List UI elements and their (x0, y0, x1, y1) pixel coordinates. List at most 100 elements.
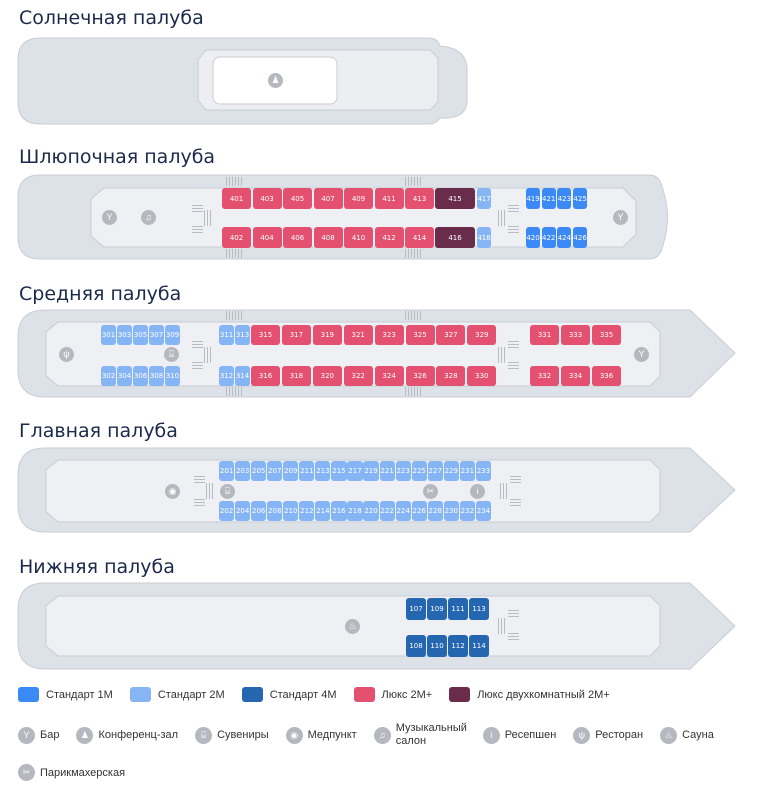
cabin-331[interactable]: 331 (530, 325, 559, 345)
cabin-215[interactable]: 215 (331, 461, 347, 481)
cabin-110[interactable]: 110 (427, 635, 447, 657)
cabin-301[interactable]: 301 (101, 325, 116, 345)
cabin-209[interactable]: 209 (283, 461, 299, 481)
music-icon[interactable]: ♫ (141, 210, 156, 225)
cabin-418[interactable]: 418 (477, 227, 491, 248)
cabin-415[interactable]: 415 (435, 188, 475, 209)
cabin-233[interactable]: 233 (475, 461, 491, 481)
cabin-422[interactable]: 422 (541, 227, 556, 248)
cabin-417[interactable]: 417 (477, 188, 491, 209)
cabin-111[interactable]: 111 (448, 598, 468, 620)
cabin-210[interactable]: 210 (283, 501, 299, 521)
cabin-421[interactable]: 421 (541, 188, 556, 209)
conference-icon[interactable]: ♟ (268, 73, 283, 88)
cabin-333[interactable]: 333 (561, 325, 590, 345)
scissors-icon[interactable]: ✂ (423, 484, 438, 499)
cabin-324[interactable]: 324 (374, 366, 404, 386)
cabin-423[interactable]: 423 (557, 188, 572, 209)
cabin-408[interactable]: 408 (313, 227, 343, 248)
restaurant-icon[interactable]: ψ (59, 347, 74, 362)
cabin-327[interactable]: 327 (436, 325, 466, 345)
cabin-420[interactable]: 420 (526, 227, 540, 248)
cabin-224[interactable]: 224 (395, 501, 411, 521)
cabin-216[interactable]: 216 (331, 501, 347, 521)
cabin-202[interactable]: 202 (219, 501, 235, 521)
cabin-416[interactable]: 416 (435, 227, 475, 248)
cabin-407[interactable]: 407 (313, 188, 343, 209)
cabin-312[interactable]: 312 (219, 366, 234, 386)
cabin-404[interactable]: 404 (252, 227, 282, 248)
cabin-409[interactable]: 409 (344, 188, 373, 209)
cabin-425[interactable]: 425 (573, 188, 588, 209)
cabin-222[interactable]: 222 (379, 501, 395, 521)
cabin-313[interactable]: 313 (235, 325, 250, 345)
cabin-213[interactable]: 213 (315, 461, 331, 481)
cabin-205[interactable]: 205 (251, 461, 267, 481)
cabin-325[interactable]: 325 (405, 325, 435, 345)
cabin-206[interactable]: 206 (251, 501, 267, 521)
cabin-109[interactable]: 109 (427, 598, 447, 620)
cabin-335[interactable]: 335 (592, 325, 621, 345)
cabin-329[interactable]: 329 (467, 325, 497, 345)
cabin-326[interactable]: 326 (405, 366, 435, 386)
cabin-332[interactable]: 332 (530, 366, 559, 386)
cabin-308[interactable]: 308 (149, 366, 164, 386)
cabin-320[interactable]: 320 (312, 366, 342, 386)
cabin-316[interactable]: 316 (251, 366, 280, 386)
bar-icon[interactable]: Y (634, 347, 649, 362)
cabin-315[interactable]: 315 (251, 325, 280, 345)
cabin-426[interactable]: 426 (573, 227, 588, 248)
cabin-225[interactable]: 225 (411, 461, 427, 481)
cabin-227[interactable]: 227 (427, 461, 443, 481)
gift-icon[interactable]: ⌸ (220, 484, 235, 499)
cabin-220[interactable]: 220 (363, 501, 379, 521)
cabin-307[interactable]: 307 (149, 325, 164, 345)
cabin-318[interactable]: 318 (281, 366, 311, 386)
cabin-403[interactable]: 403 (252, 188, 282, 209)
cabin-201[interactable]: 201 (219, 461, 235, 481)
cabin-309[interactable]: 309 (165, 325, 180, 345)
cabin-303[interactable]: 303 (117, 325, 132, 345)
bar-icon[interactable]: Y (102, 210, 117, 225)
cabin-311[interactable]: 311 (219, 325, 234, 345)
cabin-323[interactable]: 323 (374, 325, 404, 345)
cabin-112[interactable]: 112 (448, 635, 468, 657)
cabin-321[interactable]: 321 (343, 325, 373, 345)
cabin-229[interactable]: 229 (443, 461, 459, 481)
cabin-317[interactable]: 317 (281, 325, 311, 345)
cabin-334[interactable]: 334 (561, 366, 590, 386)
cabin-401[interactable]: 401 (222, 188, 251, 209)
sauna-icon[interactable]: ♨ (345, 619, 360, 634)
cabin-322[interactable]: 322 (343, 366, 373, 386)
cabin-231[interactable]: 231 (459, 461, 475, 481)
cabin-402[interactable]: 402 (222, 227, 251, 248)
cabin-306[interactable]: 306 (133, 366, 148, 386)
cabin-214[interactable]: 214 (315, 501, 331, 521)
gift-icon[interactable]: ⌸ (164, 347, 179, 362)
cabin-336[interactable]: 336 (592, 366, 621, 386)
cabin-208[interactable]: 208 (267, 501, 283, 521)
cabin-310[interactable]: 310 (165, 366, 180, 386)
cabin-221[interactable]: 221 (379, 461, 395, 481)
cabin-328[interactable]: 328 (436, 366, 466, 386)
cabin-114[interactable]: 114 (469, 635, 489, 657)
cabin-405[interactable]: 405 (283, 188, 312, 209)
info-icon[interactable]: i (470, 484, 485, 499)
cabin-419[interactable]: 419 (526, 188, 540, 209)
cabin-412[interactable]: 412 (374, 227, 404, 248)
cabin-305[interactable]: 305 (133, 325, 148, 345)
cabin-410[interactable]: 410 (344, 227, 373, 248)
cabin-424[interactable]: 424 (557, 227, 572, 248)
bar-icon[interactable]: Y (613, 210, 628, 225)
cabin-413[interactable]: 413 (405, 188, 434, 209)
cabin-302[interactable]: 302 (101, 366, 116, 386)
cabin-113[interactable]: 113 (469, 598, 489, 620)
cabin-107[interactable]: 107 (406, 598, 426, 620)
cabin-319[interactable]: 319 (312, 325, 342, 345)
cabin-218[interactable]: 218 (347, 501, 363, 521)
cabin-217[interactable]: 217 (347, 461, 363, 481)
cabin-414[interactable]: 414 (405, 227, 434, 248)
cabin-304[interactable]: 304 (117, 366, 132, 386)
cabin-108[interactable]: 108 (406, 635, 426, 657)
cabin-330[interactable]: 330 (467, 366, 497, 386)
